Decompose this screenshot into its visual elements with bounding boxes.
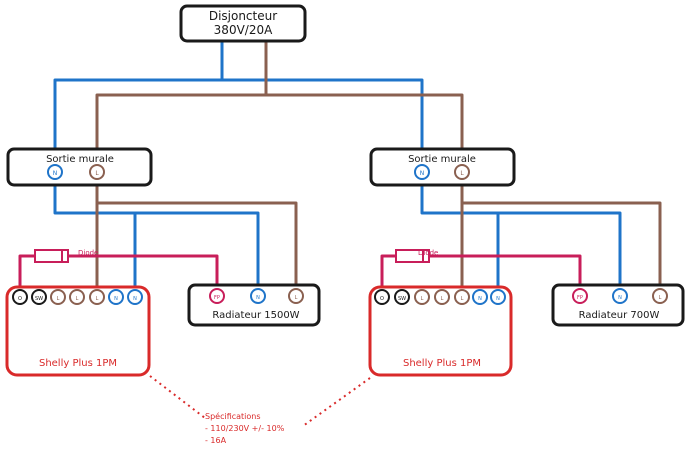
svg-text:L: L <box>461 296 464 302</box>
radiator-left: FP N L Radiateur 1500W <box>187 283 321 327</box>
spec-title: Spécifications <box>205 411 261 421</box>
live-trunk <box>95 40 268 172</box>
svg-text:N: N <box>496 296 500 302</box>
pilot-right-b <box>430 254 582 296</box>
breaker-line1: Disjoncteur <box>209 9 277 23</box>
spec-current: - 16A <box>205 436 227 445</box>
radiator-right-label: Radiateur 700W <box>579 310 660 321</box>
neutral-trunk-right <box>222 78 424 172</box>
diode-left: Diode <box>34 249 98 263</box>
shelly-left-terminals: O SW L L L N N <box>12 289 143 305</box>
outlet-left-label: Sortie murale <box>46 154 114 165</box>
neutral-left-feed <box>53 172 260 296</box>
radiator-right-fp: FP <box>577 295 583 301</box>
svg-text:L: L <box>76 296 79 302</box>
shelly-right-terminals: O SW L L L N N <box>374 289 506 305</box>
svg-text:L: L <box>441 296 444 302</box>
outlet-right: Sortie murale N L <box>369 147 516 187</box>
radiator-left-fp: FP <box>214 295 220 301</box>
outlet-left-l: L <box>95 170 99 177</box>
spec-note: Spécifications - 110/230V +/- 10% - 16A <box>205 411 285 445</box>
outlet-left: Sortie murale N L <box>6 147 153 187</box>
diode-right: Diode <box>395 249 438 263</box>
pilot-left-b <box>68 254 219 296</box>
spec-leaders <box>149 375 371 427</box>
shelly-left: O SW L L L N N Shelly Plus 1PM <box>5 285 151 377</box>
radiator-left-l: L <box>295 295 298 301</box>
live-trunk-right <box>266 93 464 172</box>
radiator-right-n: N <box>618 295 622 301</box>
pilot-left <box>18 254 35 297</box>
breaker-box: Disjoncteur 380V/20A <box>179 4 307 43</box>
svg-text:SW: SW <box>35 296 43 302</box>
diode-left-label: Diode <box>78 249 98 257</box>
outlet-right-l: L <box>460 170 464 177</box>
shelly-right-label: Shelly Plus 1PM <box>403 358 481 369</box>
outlet-right-n: N <box>420 170 425 177</box>
svg-text:O: O <box>18 296 22 302</box>
neutral-right-feed <box>420 172 622 296</box>
svg-text:N: N <box>133 296 137 302</box>
spec-leader-left <box>149 375 206 419</box>
shelly-right: O SW L L L N N Shelly Plus 1PM <box>368 285 513 377</box>
svg-text:N: N <box>478 296 482 302</box>
svg-text:L: L <box>421 296 424 302</box>
svg-text:L: L <box>57 296 60 302</box>
neutral-trunk <box>53 40 224 172</box>
svg-text:SW: SW <box>398 296 406 302</box>
live-right-feed <box>460 172 662 296</box>
live-left-feed <box>95 172 298 296</box>
diode-right-label: Diode <box>418 249 438 257</box>
outlet-right-label: Sortie murale <box>408 154 476 165</box>
pilot-wires <box>18 254 582 297</box>
svg-text:L: L <box>96 296 99 302</box>
live-wires <box>95 40 662 297</box>
spec-leader-right <box>302 377 371 427</box>
radiator-right: FP N L Radiateur 700W <box>551 283 685 327</box>
pilot-right <box>380 254 396 297</box>
outlet-left-n: N <box>53 170 58 177</box>
svg-text:N: N <box>114 296 118 302</box>
radiator-left-label: Radiateur 1500W <box>212 310 299 321</box>
radiator-left-n: N <box>256 295 260 301</box>
svg-text:O: O <box>380 296 384 302</box>
spec-voltage: - 110/230V +/- 10% <box>205 424 285 433</box>
breaker-line2: 380V/20A <box>214 23 273 37</box>
shelly-left-label: Shelly Plus 1PM <box>39 358 117 369</box>
radiator-right-l: L <box>659 295 662 301</box>
